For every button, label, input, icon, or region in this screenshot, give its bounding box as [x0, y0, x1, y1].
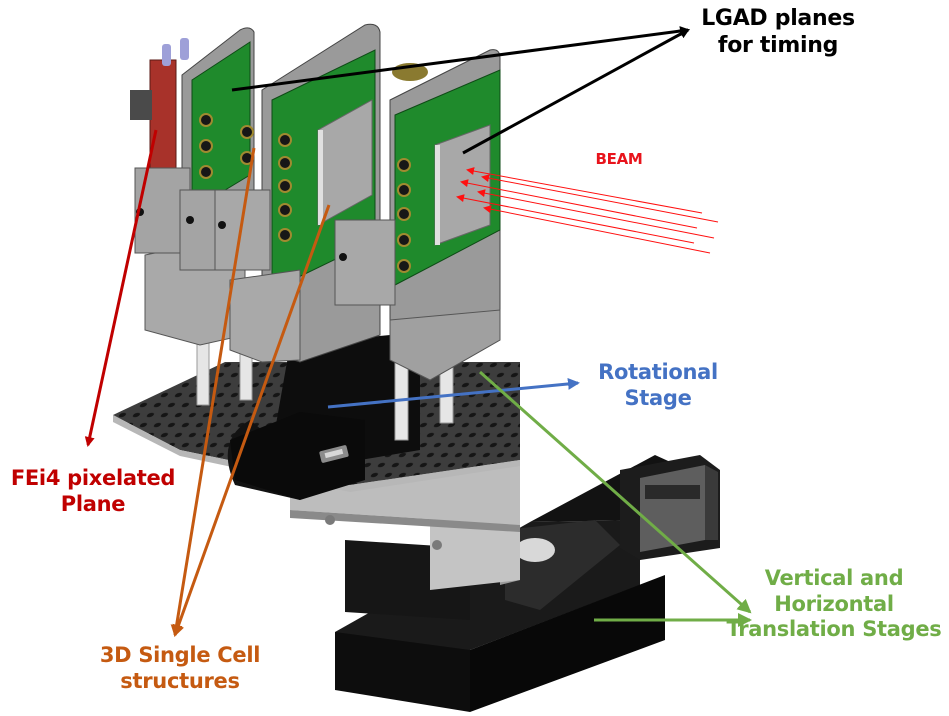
label-line: Horizontal	[774, 591, 894, 616]
translation-callout-arrows	[479, 370, 752, 627]
lgad-planes-label: LGAD planes for timing	[668, 6, 888, 60]
lgad-sensor-edge	[435, 145, 440, 245]
clamp-screw	[339, 253, 347, 261]
fei4-cable-b	[180, 38, 189, 60]
beam-label: BEAM	[584, 150, 654, 168]
single-cell-structures-label: 3D Single Cell structures	[70, 643, 290, 694]
bracket-horizontal-edge	[290, 510, 520, 532]
fei4-board	[149, 59, 177, 186]
bracket-screw	[325, 515, 335, 525]
clamp-screw	[218, 221, 226, 229]
fei4-plane-label: FEi4 pixelated Plane	[0, 466, 188, 517]
stage-base-front	[335, 632, 470, 712]
sma-connectors	[199, 113, 411, 273]
stage-base-side	[470, 575, 665, 712]
fei4-connector	[130, 90, 152, 120]
label-line: Rotational	[598, 360, 718, 384]
label-line: BEAM	[595, 150, 643, 168]
front-plane-assembly	[334, 49, 501, 381]
rotation-motor	[227, 335, 420, 500]
beam-lines	[456, 167, 719, 254]
label-line: for timing	[717, 32, 839, 58]
single-cell-callout-arrows	[170, 147, 331, 637]
single-cell-sensor-edge	[318, 130, 323, 225]
label-line: Plane	[60, 491, 126, 516]
stepper-motor	[620, 455, 720, 560]
fei4-cable-a	[162, 44, 171, 66]
fei4-callout-arrow	[84, 129, 158, 447]
lgad-arrow-front	[462, 28, 690, 155]
translation-stages-label: Vertical and Horizontal Translation Stag…	[714, 566, 949, 643]
label-line: Stage	[624, 385, 692, 410]
lgad-arrow-rear	[231, 26, 690, 92]
breadboard-edge	[113, 415, 520, 492]
label-line: FEi4 pixelated	[10, 466, 176, 490]
label-line: Vertical and	[764, 566, 904, 590]
middle-clamp-b	[214, 189, 271, 271]
label-line: LGAD planes	[701, 6, 855, 31]
clamp-screw	[186, 216, 194, 224]
label-line: 3D Single Cell	[99, 643, 261, 667]
label-line: structures	[120, 668, 240, 693]
front-clamp	[334, 219, 396, 306]
rotational-stage-label: Rotational Stage	[578, 360, 738, 411]
rotational-callout-arrow	[327, 377, 580, 409]
label-line: Translation Stages	[726, 617, 942, 642]
lgad-callout-arrows	[231, 26, 690, 155]
bracket-screw	[432, 540, 442, 550]
vertical-stage-bore	[515, 538, 555, 562]
front-mount-lower	[389, 309, 501, 381]
